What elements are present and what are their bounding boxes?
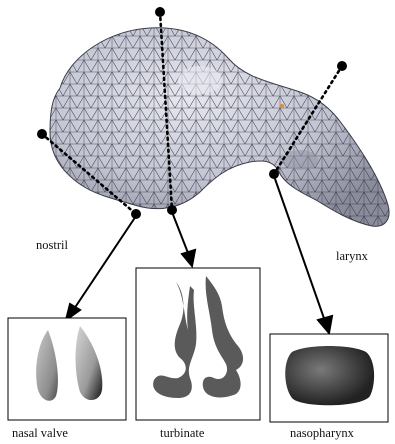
airway-mesh-overlay [50, 28, 389, 227]
panel-nasopharynx [270, 334, 388, 422]
marker-turbinate-top [155, 7, 165, 17]
mesh-highlight [178, 66, 222, 94]
label-nasal-valve: nasal valve [12, 426, 68, 440]
label-nostril: nostril [36, 238, 68, 252]
panel-nasal-valve [8, 318, 126, 420]
mesh-orange-marker [280, 104, 284, 108]
panel-nasal-valve-frame [8, 318, 126, 420]
arrow-head-nasopharynx [318, 316, 332, 333]
airway-mesh [50, 28, 389, 227]
marker-nasopharynx-top [337, 61, 347, 71]
panel-turbinate-frame [136, 268, 260, 420]
nasopharynx-shape [285, 346, 374, 405]
arrow-nasal-valve [72, 216, 136, 312]
arrow-head-turbinate [182, 250, 195, 266]
label-larynx: larynx [336, 249, 368, 263]
marker-nostril-top [37, 129, 47, 139]
panel-turbinate [136, 268, 260, 420]
label-nasopharynx: nasopharynx [290, 426, 354, 440]
label-turbinate: turbinate [160, 426, 204, 440]
arrow-turbinate [172, 212, 190, 258]
